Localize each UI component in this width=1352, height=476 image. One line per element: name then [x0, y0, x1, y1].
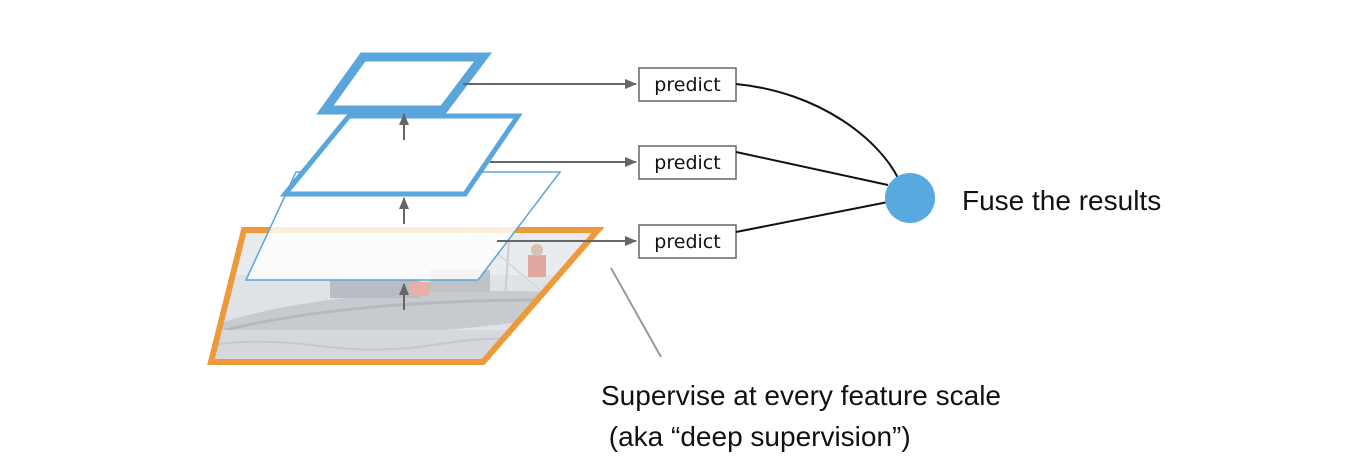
predict-box-middle: predict — [638, 145, 737, 180]
predict-arrows — [463, 79, 637, 246]
predict-label-top: predict — [654, 74, 720, 96]
supervision-note-line-2: (aka “deep supervision”) — [601, 421, 911, 452]
feature-map-level-3 — [316, 52, 493, 115]
predict-label-bottom: predict — [654, 231, 720, 253]
predict-box-bottom: predict — [638, 224, 737, 259]
fuse-connectors — [735, 83, 900, 233]
feature-map-level-2 — [279, 113, 523, 197]
fuse-label: Fuse the results — [962, 185, 1161, 216]
supervision-note-line-1: Supervise at every feature scale — [601, 380, 1001, 411]
connector-bottom — [735, 201, 889, 233]
predict-box-top: predict — [638, 67, 737, 102]
fuse-node — [885, 173, 935, 223]
connector-top — [735, 83, 900, 181]
connector-middle — [735, 151, 889, 186]
predict-label-middle: predict — [654, 152, 720, 174]
note-pointer-line — [610, 267, 662, 358]
